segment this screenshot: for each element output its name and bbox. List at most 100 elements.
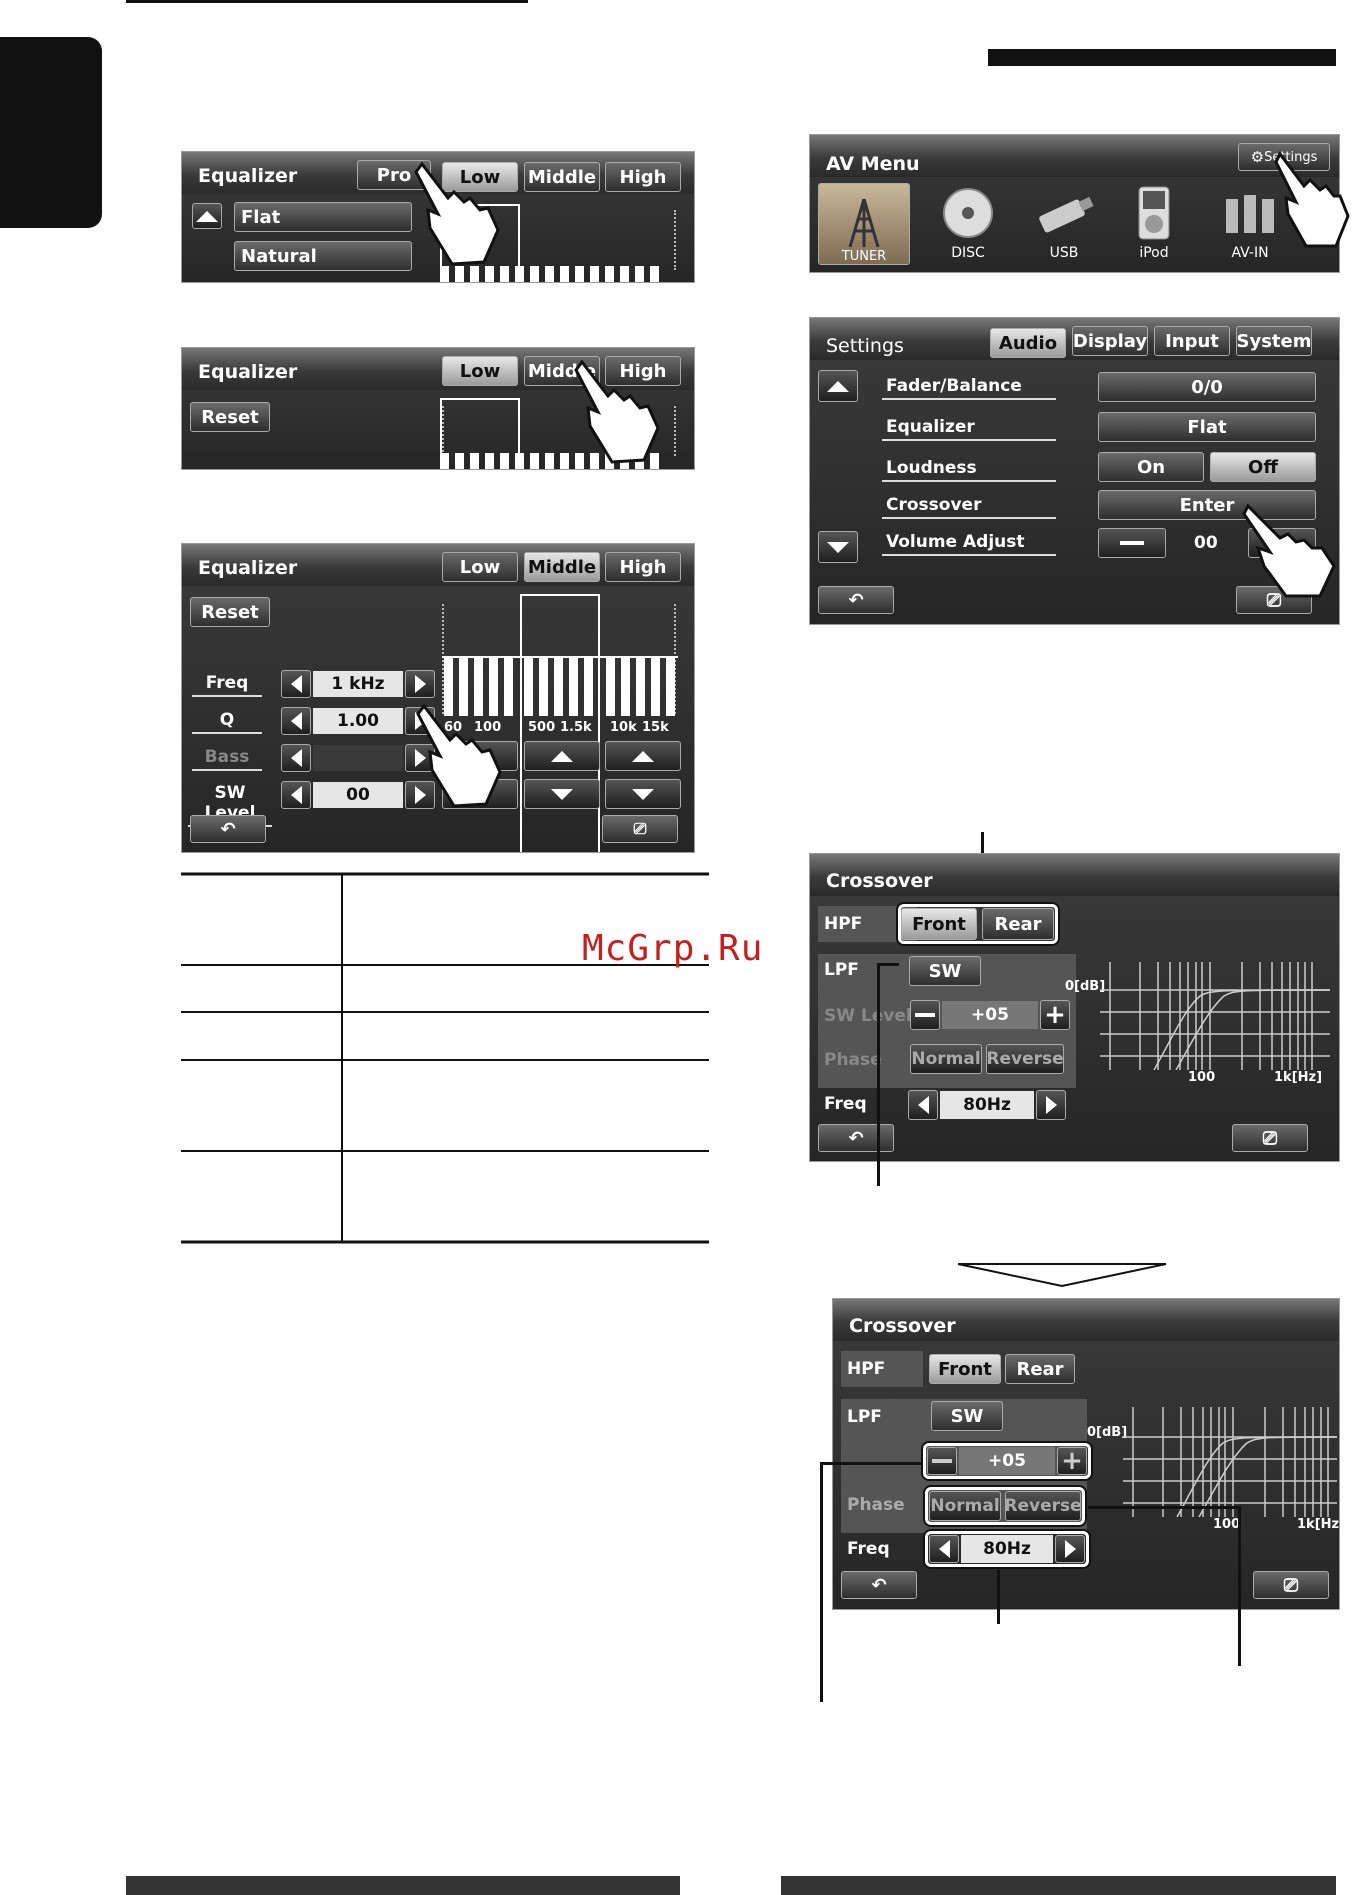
left-arrow-icon (290, 675, 302, 693)
sw-level-increase-button[interactable] (405, 781, 435, 809)
scroll-up-button[interactable] (818, 370, 858, 402)
minus-icon (932, 1459, 952, 1463)
volume-adjust-value: 00 (1194, 533, 1218, 553)
back-button[interactable]: ↶ (841, 1571, 917, 1599)
source-tuner[interactable]: TUNER (818, 183, 910, 265)
hpf-front-button[interactable]: Front (929, 1354, 1001, 1384)
lpf-label: LPF (847, 1407, 882, 1427)
tab-audio[interactable]: Audio (990, 328, 1066, 358)
tab-middle[interactable]: Middle (524, 552, 600, 582)
exit-button[interactable]: ⎚ (602, 815, 678, 843)
source-ipod[interactable]: iPod (1122, 185, 1186, 267)
tab-low[interactable]: Low (442, 162, 518, 192)
phase-reverse-button[interactable]: Reverse (1004, 1491, 1082, 1521)
tab-system[interactable]: System (1236, 326, 1312, 356)
back-button[interactable]: ↶ (818, 1124, 894, 1152)
right-arrow-icon (1064, 1540, 1076, 1558)
source-label: AV-IN (1231, 245, 1269, 261)
freq-increase-button[interactable] (1036, 1090, 1066, 1120)
tab-low[interactable]: Low (442, 552, 518, 582)
tab-middle[interactable]: Middle (524, 162, 600, 192)
bass-decrease-button[interactable] (281, 744, 311, 772)
tab-input[interactable]: Input (1154, 326, 1230, 356)
lpf-sw-button[interactable]: SW (931, 1401, 1003, 1431)
q-decrease-button[interactable] (281, 707, 311, 735)
phase-normal-button[interactable]: Normal (929, 1491, 1001, 1521)
phase-normal-button[interactable]: Normal (910, 1044, 982, 1074)
high-down-button[interactable] (605, 779, 681, 809)
high-up-button[interactable] (605, 741, 681, 771)
band-frame (440, 398, 520, 469)
loudness-on-button[interactable]: On (1098, 452, 1204, 482)
up-arrow-icon (196, 210, 218, 222)
crossover-enter-button[interactable]: Enter (1098, 490, 1316, 520)
crossover-screen-1: Crossover HPF Front Rear LPF SW SW Level… (809, 853, 1340, 1162)
av-menu-screen: AV Menu ⚙Settings TUNER DISC USB iPod AV… (809, 134, 1340, 273)
left-arrow-icon (290, 712, 302, 730)
preset-flat[interactable]: Flat (234, 202, 412, 232)
fader-balance-button[interactable]: 0/0 (1098, 372, 1316, 402)
tab-low[interactable]: Low (442, 356, 518, 386)
middle-down-button[interactable] (524, 779, 600, 809)
sw-level-value: +05 (959, 1447, 1055, 1475)
freq-decrease-button[interactable] (281, 670, 311, 698)
volume-minus-button[interactable] (1098, 528, 1166, 558)
equalizer-button[interactable]: Flat (1098, 412, 1316, 442)
source-av-in[interactable]: AV-IN (1210, 185, 1290, 267)
up-arrow-icon (551, 750, 573, 762)
phase-label: Phase (847, 1495, 905, 1515)
preset-natural[interactable]: Natural (234, 241, 412, 271)
screen-title: Crossover (849, 1315, 956, 1337)
sw-level-plus-button[interactable]: + (1057, 1447, 1087, 1475)
sw-level-plus-button[interactable]: + (1040, 1000, 1070, 1030)
q-value: 1.00 (313, 708, 403, 734)
back-button[interactable]: ↶ (818, 586, 894, 614)
lpf-sw-button[interactable]: SW (909, 956, 981, 986)
preset-label: Flat (241, 206, 281, 228)
crossover-screen-2: Crossover HPF Front Rear LPF SW +05 + Ph… (832, 1298, 1340, 1610)
up-arrow-icon (827, 380, 849, 392)
section-bar (988, 49, 1336, 66)
eq-scale-right (674, 604, 676, 714)
phase-reverse-button[interactable]: Reverse (986, 1044, 1064, 1074)
crossover-graph (1100, 962, 1330, 1070)
callout-line-phase-v (1238, 1506, 1241, 1666)
crossover-graph (1123, 1407, 1337, 1517)
freq-decrease-button[interactable] (929, 1535, 959, 1563)
tab-high[interactable]: High (605, 162, 681, 192)
hpf-rear-button[interactable]: Rear (982, 908, 1054, 940)
callout-line-sw-level-v (820, 1462, 823, 1702)
pointing-hand-icon (1242, 503, 1336, 598)
eq-scale-right (674, 406, 676, 456)
reset-button[interactable]: Reset (190, 402, 270, 432)
highlight-freq (925, 1531, 1089, 1567)
tab-high[interactable]: High (605, 356, 681, 386)
middle-band-frame (520, 594, 600, 852)
hpf-rear-button[interactable]: Rear (1005, 1354, 1075, 1384)
exit-button[interactable]: ⎚ (1253, 1571, 1329, 1599)
bass-label: Bass (192, 747, 262, 771)
reset-button[interactable]: Reset (190, 597, 270, 627)
band-label: 100 (474, 720, 502, 735)
loudness-off-button[interactable]: Off (1210, 452, 1316, 482)
scroll-down-button[interactable] (818, 531, 858, 563)
plus-icon: + (1044, 1000, 1066, 1030)
sw-level-minus-button[interactable] (910, 1000, 940, 1030)
back-button[interactable]: ↶ (190, 815, 266, 843)
tab-display[interactable]: Display (1072, 326, 1148, 356)
screen-title: AV Menu (826, 153, 920, 175)
source-usb[interactable]: USB (1024, 185, 1104, 267)
source-disc[interactable]: DISC (928, 185, 1008, 267)
exit-button[interactable]: ⎚ (1232, 1124, 1308, 1152)
hpf-label: HPF (824, 914, 863, 934)
freq-increase-button[interactable] (405, 670, 435, 698)
q-label: Q (192, 710, 262, 734)
hpf-front-button[interactable]: Front (901, 908, 977, 940)
freq-decrease-button[interactable] (908, 1090, 938, 1120)
scroll-up-button[interactable] (192, 203, 222, 229)
sw-level-minus-button[interactable] (927, 1447, 957, 1475)
tab-high[interactable]: High (605, 552, 681, 582)
sw-level-decrease-button[interactable] (281, 781, 311, 809)
middle-up-button[interactable] (524, 741, 600, 771)
freq-increase-button[interactable] (1055, 1535, 1085, 1563)
